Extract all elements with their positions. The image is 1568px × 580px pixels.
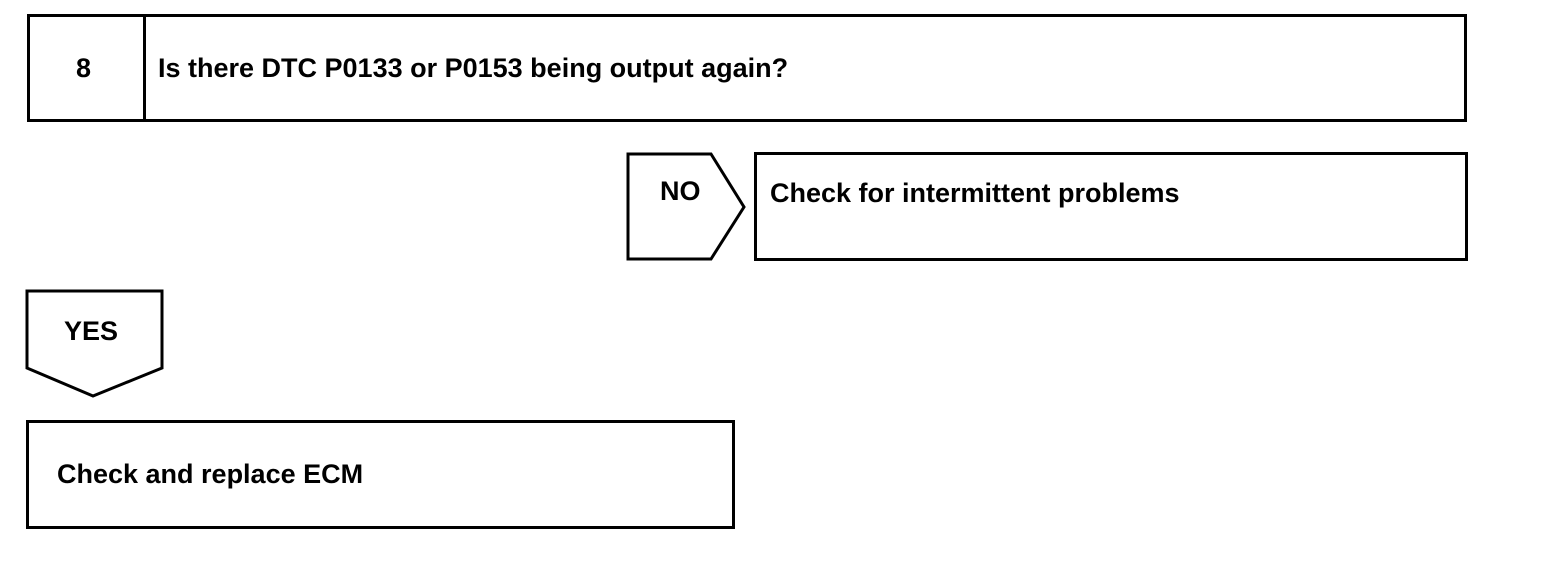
yes-result-box: Check and replace ECM	[26, 420, 735, 529]
step-box: 8 Is there DTC P0133 or P0153 being outp…	[27, 14, 1467, 122]
step-question: Is there DTC P0133 or P0153 being output…	[158, 53, 789, 83]
no-arrow-shape	[626, 152, 746, 261]
no-label: NO	[660, 176, 701, 206]
no-result-text: Check for intermittent problems	[770, 178, 1180, 208]
step-divider	[143, 17, 146, 119]
yes-label: YES	[64, 316, 119, 346]
yes-arrow-shape	[25, 289, 164, 398]
no-arrow-outline	[626, 152, 746, 261]
no-result-box: Check for intermittent problems	[754, 152, 1468, 261]
yes-result-text: Check and replace ECM	[57, 459, 364, 489]
step-number: 8	[76, 53, 92, 83]
yes-arrow-outline	[25, 289, 164, 398]
